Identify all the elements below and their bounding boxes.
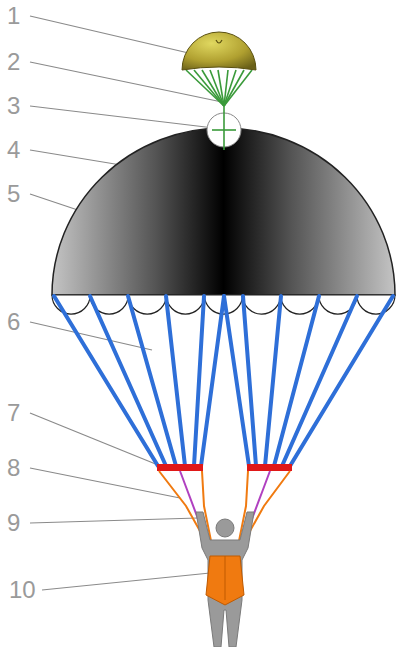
- callout-number: 6: [7, 310, 20, 334]
- callout-number: 10: [9, 578, 36, 602]
- riser: [247, 464, 292, 471]
- callout-number: 8: [7, 456, 20, 480]
- callout-number: 3: [7, 94, 20, 118]
- pilot-chute: [182, 32, 256, 70]
- callout-number: 4: [7, 138, 20, 162]
- callout-number: 7: [7, 401, 20, 425]
- skirt-lobe: [166, 295, 204, 314]
- pilot-chute-detail: [216, 40, 222, 43]
- callout-number: 2: [7, 50, 20, 74]
- harness: [206, 556, 244, 605]
- callout-number: 9: [7, 511, 20, 535]
- riser: [157, 464, 203, 471]
- callout-number: 1: [7, 4, 20, 28]
- bridle: [223, 106, 225, 150]
- skirt-lobe: [243, 295, 281, 314]
- parachutist: [196, 512, 254, 647]
- pilot-chute-lines: [186, 70, 252, 106]
- bridle: [212, 129, 236, 131]
- leader-lines: [30, 16, 222, 590]
- main-canopy: [52, 128, 395, 295]
- callout-number: 5: [7, 182, 20, 206]
- suspension-lines: [54, 296, 393, 466]
